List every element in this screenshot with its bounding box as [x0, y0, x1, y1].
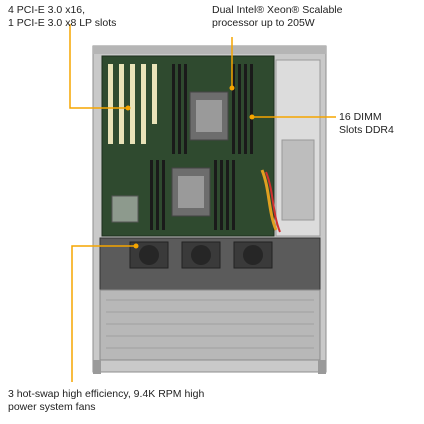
- callout-pcie-line2: 1 PCI-E 3.0 x8 LP slots: [8, 16, 117, 29]
- callout-dimm-slots: 16 DIMM Slots DDR4: [339, 111, 394, 136]
- callout-system-fans: 3 hot-swap high efficiency, 9.4K RPM hig…: [8, 388, 204, 413]
- callout-dimm-line2: Slots DDR4: [339, 123, 394, 136]
- system-fans: [129, 241, 273, 269]
- callout-line-fans: [71, 245, 136, 382]
- dimm-slots: [150, 64, 253, 230]
- front-handle-left: [93, 360, 101, 374]
- callout-pcie-slots: 4 PCI-E 3.0 x16, 1 PCI-E 3.0 x8 LP slots: [8, 4, 116, 29]
- callout-line-pcie: [69, 24, 128, 109]
- power-cables: [260, 169, 278, 231]
- callout-fans-line2: power system fans: [8, 400, 96, 413]
- drive-bay-vents: [106, 299, 314, 349]
- callout-dimm-line1: 16 DIMM: [339, 111, 382, 123]
- callout-processor: Dual Intel® Xeon® Scalable processor up …: [212, 4, 342, 29]
- callout-pcie-line1: 4 PCI-E 3.0 x16,: [8, 4, 86, 16]
- chassis-rear-edge: [93, 46, 326, 54]
- callout-cpu-line2: processor up to 205W: [212, 16, 315, 29]
- chipset-heatsink: [111, 195, 139, 223]
- callout-fans-line1: 3 hot-swap high efficiency, 9.4K RPM hig…: [8, 388, 205, 400]
- pcie-slots: [108, 64, 157, 144]
- front-handle-right: [318, 360, 326, 374]
- callout-cpu-line1: Dual Intel® Xeon® Scalable: [212, 4, 343, 16]
